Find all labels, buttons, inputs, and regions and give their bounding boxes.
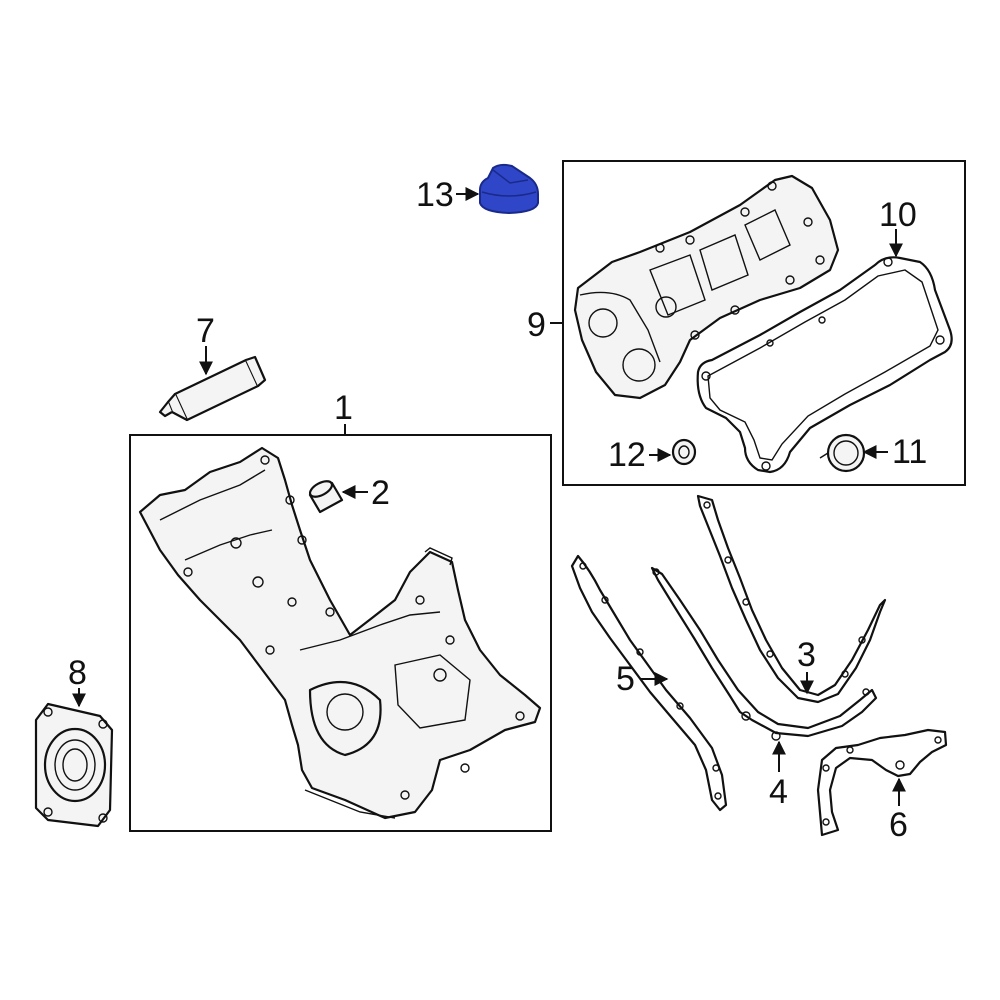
callout-12: 12 (608, 436, 646, 474)
spark-plug-tube-seal-part[interactable] (671, 438, 697, 466)
callout-2: 2 (371, 474, 390, 512)
callout-1: 1 (334, 389, 353, 427)
group-box-timing-cover (129, 434, 552, 832)
callout-9: 9 (527, 306, 546, 344)
callout-3: 3 (797, 636, 816, 674)
timing-cover-part[interactable] (138, 446, 542, 820)
callout-13: 13 (416, 176, 454, 214)
sealant-tube-part[interactable] (158, 355, 267, 422)
callout-8: 8 (68, 654, 87, 692)
callout-4: 4 (769, 773, 788, 811)
valve-cover-part[interactable] (573, 174, 840, 400)
callout-11: 11 (892, 433, 927, 471)
crankshaft-seal-part[interactable] (34, 702, 114, 828)
oil-seal-ring-part[interactable] (819, 433, 866, 473)
timing-cover-gasket-lower-part[interactable] (650, 566, 878, 741)
timing-cover-gasket-center-part[interactable] (696, 494, 887, 704)
timing-cover-gasket-left-part[interactable] (570, 554, 728, 812)
bracket-gasket-part[interactable] (816, 728, 948, 837)
callout-10: 10 (879, 196, 917, 234)
oil-filler-cap-part[interactable] (479, 163, 539, 215)
dowel-pin-part[interactable] (308, 478, 344, 514)
callout-5: 5 (616, 660, 635, 698)
callout-6: 6 (889, 806, 908, 844)
callout-7: 7 (196, 312, 215, 350)
valve-cover-gasket-part[interactable] (696, 256, 953, 474)
